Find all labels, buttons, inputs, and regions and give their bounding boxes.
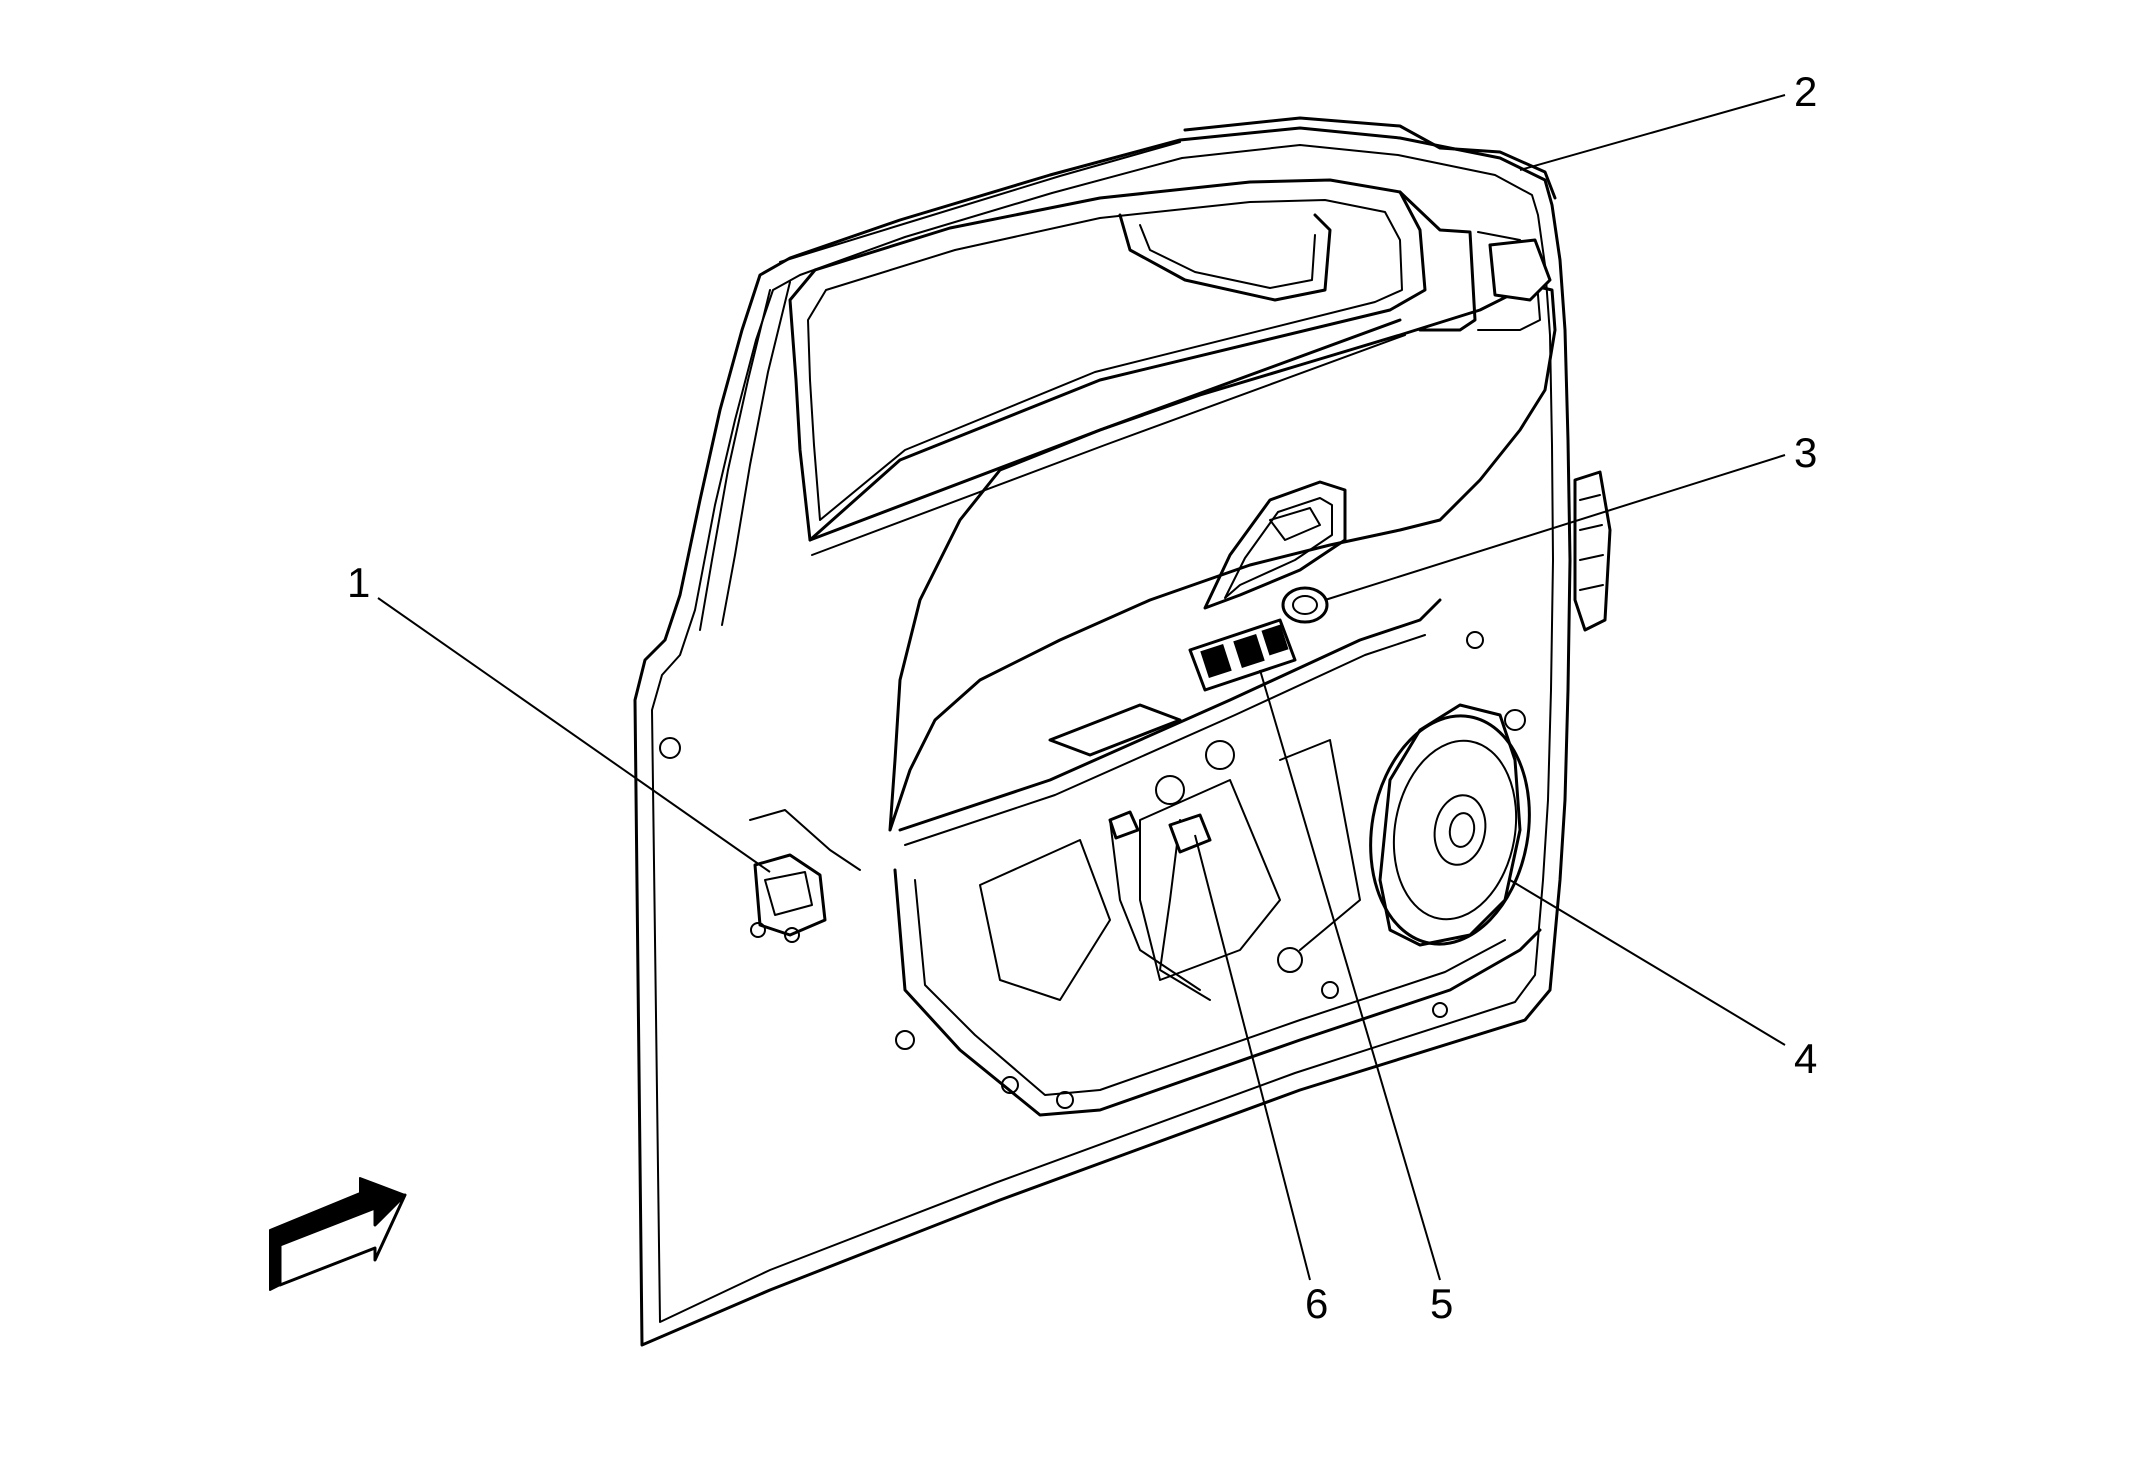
leader-lines xyxy=(377,94,1786,1281)
door-latch xyxy=(1488,238,1612,632)
leader-5 xyxy=(1259,669,1441,1281)
hinge-latch xyxy=(749,809,861,943)
callout-3: 3 xyxy=(1794,429,1817,476)
callout-4: 4 xyxy=(1794,1035,1817,1082)
leader-2 xyxy=(1519,94,1786,171)
leader-4 xyxy=(1509,879,1786,1046)
door-shell xyxy=(633,116,1572,1347)
callout-1: 1 xyxy=(347,559,370,606)
callout-labels: 1 2 3 4 5 6 xyxy=(347,68,1817,1327)
inner-structure xyxy=(659,631,1542,1117)
leader-1 xyxy=(377,597,771,873)
callout-6: 6 xyxy=(1305,1280,1328,1327)
callout-2: 2 xyxy=(1794,68,1817,115)
speaker xyxy=(1369,703,1531,947)
leader-3 xyxy=(1324,454,1786,601)
trim-panel xyxy=(888,283,1557,846)
leader-6 xyxy=(1194,834,1311,1281)
switch-connector xyxy=(1108,810,1212,854)
callout-5: 5 xyxy=(1430,1280,1453,1327)
arrow-icon xyxy=(269,1177,407,1291)
